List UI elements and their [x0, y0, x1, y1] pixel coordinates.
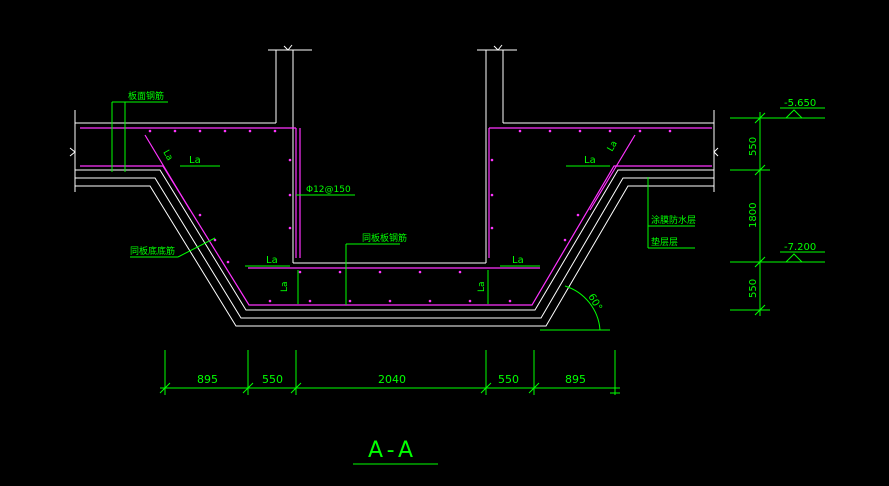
- cushion-layer-label: 垫层层: [651, 236, 678, 248]
- la-diag-right: La: [606, 139, 620, 153]
- la-vert-right: La: [477, 281, 487, 292]
- la-label-bottom-left: La: [266, 255, 278, 266]
- vdim-1: 550: [748, 137, 759, 156]
- waterproof-layer-label: 涂膜防水层: [651, 214, 696, 226]
- bottom-rebar-left-label: 同板底底筋: [130, 245, 175, 257]
- elevation-top: -5.650: [784, 98, 816, 109]
- bottom-rebar-center-label: 同板板钢筋: [362, 232, 407, 244]
- section-title: A-A: [368, 438, 417, 463]
- angle-label: 60°: [585, 292, 603, 313]
- vdim-3: 550: [748, 279, 759, 298]
- hdim-1: 895: [197, 373, 218, 386]
- concrete-outline: [69, 44, 719, 327]
- hdim-2: 550: [262, 373, 283, 386]
- la-label-left: La: [189, 155, 201, 166]
- hdim-3: 2040: [378, 373, 406, 386]
- horizontal-dimensions: [159, 350, 620, 395]
- annotation-leaders: [111, 101, 695, 331]
- rebar-lines: [80, 127, 712, 306]
- vdim-2: 1800: [748, 203, 759, 228]
- elevation-bottom: -7.200: [784, 242, 816, 253]
- la-diag-left: La: [160, 149, 174, 163]
- hdim-4: 550: [498, 373, 519, 386]
- la-vert-left: La: [280, 281, 290, 292]
- hdim-5: 895: [565, 373, 586, 386]
- vertical-dimensions: [730, 107, 825, 316]
- la-label-right: La: [584, 155, 596, 166]
- stirrup-label: Φ12@150: [306, 185, 351, 195]
- top-rebar-label: 板面钢筋: [128, 90, 164, 102]
- la-label-bottom-right: La: [512, 255, 524, 266]
